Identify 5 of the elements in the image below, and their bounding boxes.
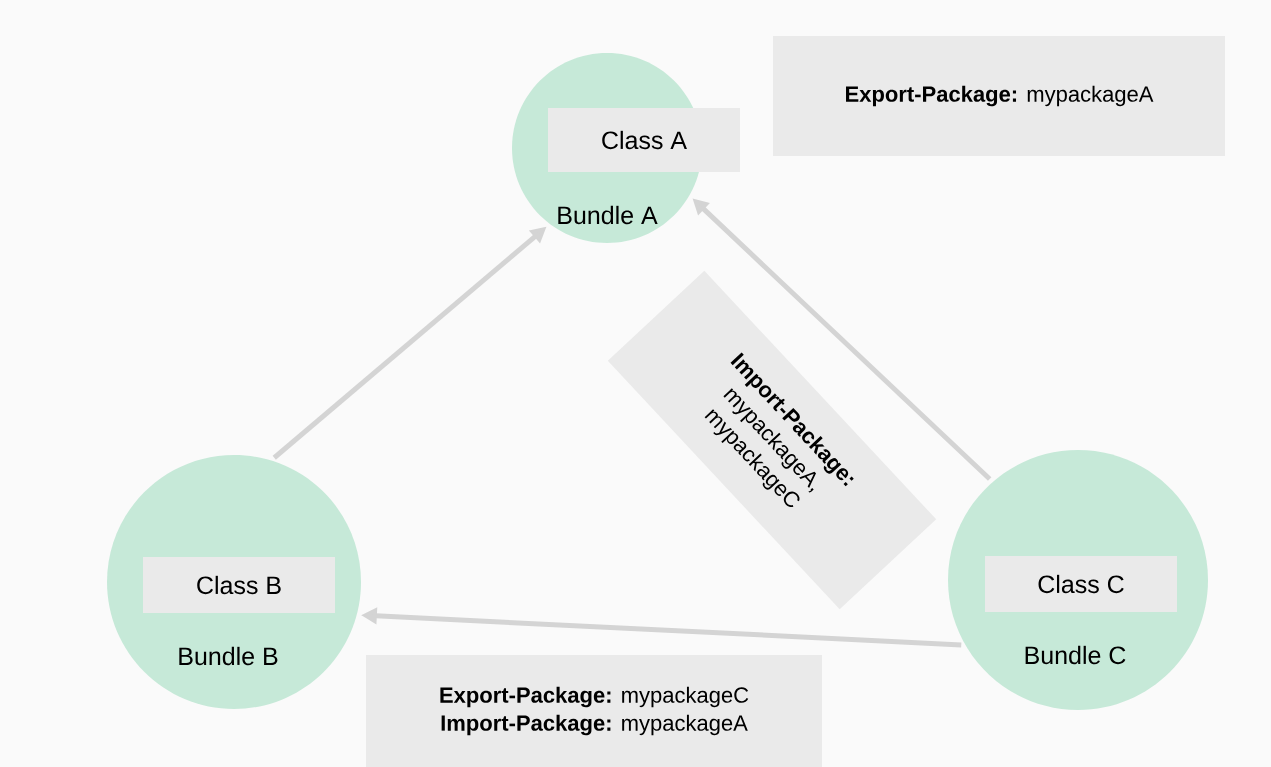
note-box: Export-Package: mypackageC Import-Package: mypackageA (366, 655, 822, 767)
class-box: Class C (985, 556, 1177, 612)
class-box: Class A (548, 108, 740, 172)
class-box: Class B (143, 557, 335, 613)
note-box: Export-Package: mypackageA (773, 36, 1225, 156)
